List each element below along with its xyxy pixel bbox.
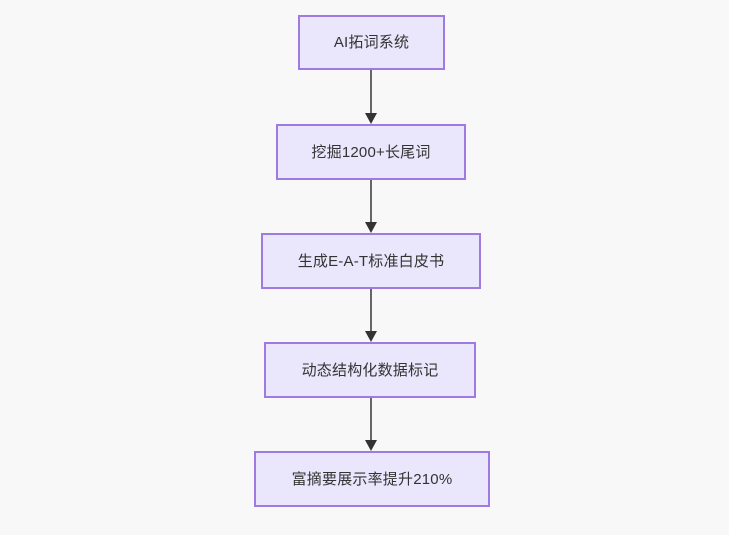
flow-node-ai-keyword-system[interactable]: AI拓词系统 [298, 15, 445, 70]
arrowhead-icon [365, 113, 377, 124]
flow-node-label: 动态结构化数据标记 [301, 361, 439, 379]
flow-node-label: 挖掘1200+长尾词 [311, 143, 431, 161]
flow-node-generate-eat-whitepaper[interactable]: 生成E-A-T标准白皮书 [261, 233, 481, 289]
arrowhead-icon [365, 331, 377, 342]
flow-edge-2-3 [365, 178, 377, 233]
flow-edge-1-2 [365, 68, 377, 124]
flow-node-label: AI拓词系统 [333, 34, 410, 51]
flow-node-rich-snippet-impression-lift[interactable]: 富摘要展示率提升210% [254, 451, 490, 507]
flow-node-label: 生成E-A-T标准白皮书 [297, 252, 445, 270]
arrowhead-icon [365, 222, 377, 233]
flow-node-label: 富摘要展示率提升210% [291, 470, 453, 488]
arrowhead-icon [365, 440, 377, 451]
flow-edge-3-4 [365, 287, 377, 342]
flow-node-mine-longtail-keywords[interactable]: 挖掘1200+长尾词 [276, 124, 466, 180]
flow-node-dynamic-structured-data-markup[interactable]: 动态结构化数据标记 [264, 342, 476, 398]
flow-edge-4-5 [365, 396, 377, 451]
